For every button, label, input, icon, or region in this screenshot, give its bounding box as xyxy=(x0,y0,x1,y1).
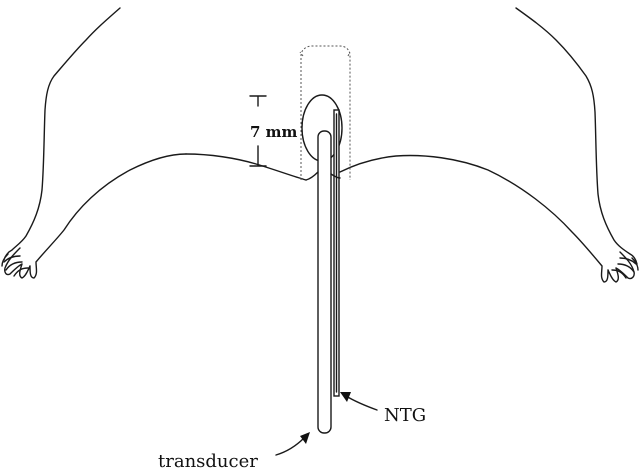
scale-bar-label: 7 mm xyxy=(250,123,298,141)
region-outline-top xyxy=(299,51,351,57)
right-limb-outline xyxy=(339,7,639,283)
transducer-label: transducer xyxy=(158,451,258,470)
scale-bar xyxy=(249,95,267,167)
chest-contour-mid xyxy=(305,171,341,181)
region-outline-dotted xyxy=(300,45,351,180)
transducer-probe xyxy=(317,130,332,434)
ntg-label: NTG xyxy=(384,405,426,426)
left-paw-detail xyxy=(3,255,29,277)
transducer-arrowhead xyxy=(300,432,310,444)
ntg-pointer-line xyxy=(345,395,378,411)
transducer-pointer-line xyxy=(275,437,305,456)
left-limb-outline xyxy=(1,7,187,279)
right-paw-detail xyxy=(611,257,637,279)
ntg-arrowhead xyxy=(340,392,351,402)
chest-contour-left xyxy=(185,153,307,181)
